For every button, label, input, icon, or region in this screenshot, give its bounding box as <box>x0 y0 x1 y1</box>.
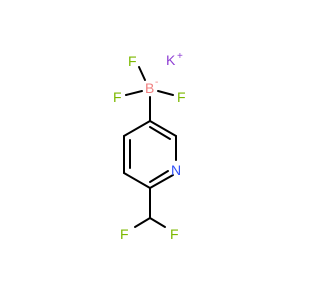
bond-chf2-f-right <box>149 217 166 228</box>
boron-label: B <box>145 80 154 96</box>
potassium-label: K <box>166 52 176 68</box>
nitrogen-label: N <box>171 162 181 178</box>
bond-b-f-right <box>157 90 174 96</box>
boron-charge: - <box>155 77 158 88</box>
bond-b-f-top <box>138 66 146 81</box>
atom-labels: K + B - F F F N F F <box>113 51 186 242</box>
fluorine-bottom-left-label: F <box>120 226 129 242</box>
potassium-charge: + <box>177 51 183 62</box>
fluorine-top-label: F <box>128 53 137 69</box>
fluorine-left-label: F <box>113 89 122 105</box>
bond-c5-c4 <box>123 120 151 137</box>
bond-c2-c3 <box>123 172 151 189</box>
bond-b-f-left <box>125 90 143 96</box>
bond-c5-c6-inner <box>149 126 171 140</box>
bond-c5-c6 <box>149 120 177 137</box>
bond-n-c2-inner <box>149 170 169 183</box>
fluorine-bottom-right-label: F <box>170 226 179 242</box>
bond-chf2-f-left <box>134 217 151 228</box>
bond-n-c2 <box>149 174 174 189</box>
molecule-diagram: K + B - F F F N F F <box>113 51 186 242</box>
fluorine-right-label: F <box>177 89 186 105</box>
bonds <box>123 66 177 228</box>
